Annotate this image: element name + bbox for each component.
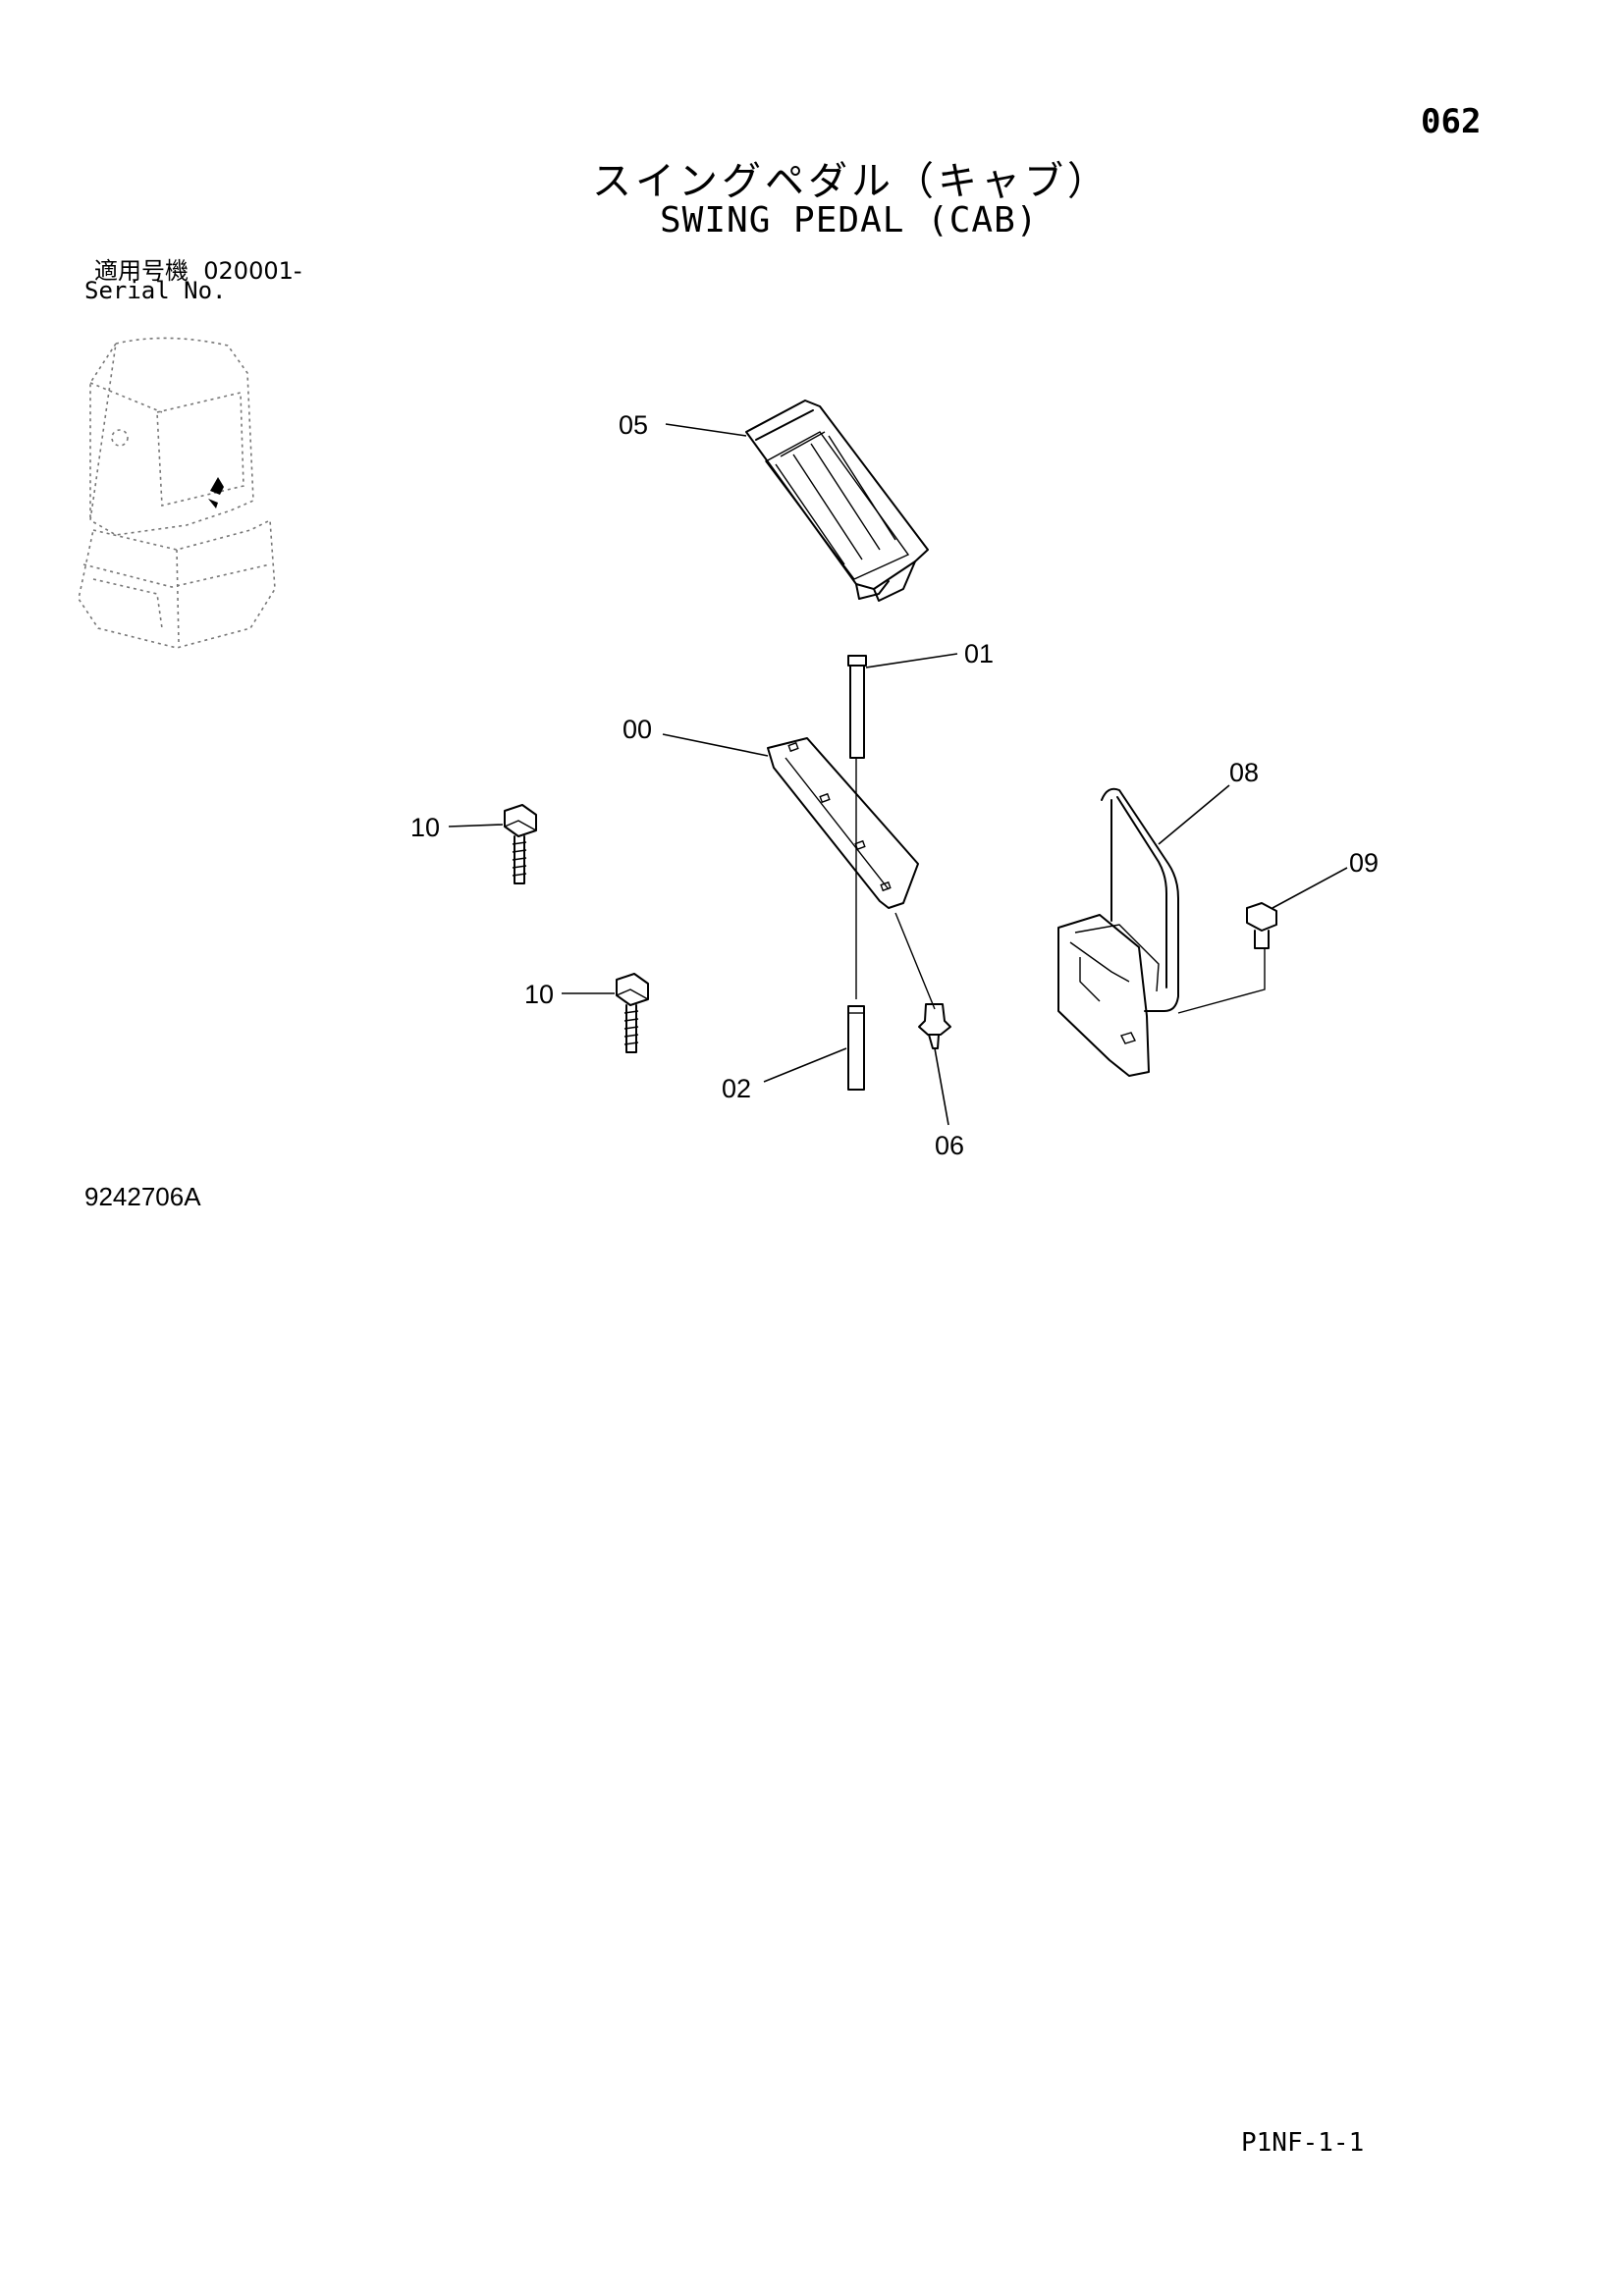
callout-05: 05: [619, 410, 648, 440]
serial-label-english: Serial No.: [84, 277, 227, 304]
leader-09: [1272, 867, 1348, 909]
callout-01: 01: [964, 639, 994, 668]
callout-08: 08: [1229, 758, 1259, 787]
leader-10a: [448, 824, 504, 828]
pin-upper-part: [847, 655, 867, 759]
callout-09: 09: [1349, 848, 1379, 878]
callout-00: 00: [623, 715, 652, 744]
footer-code: P1NF-1-1: [1241, 2128, 1365, 2158]
leader-02: [763, 1047, 847, 1083]
pedal-pad-part: [745, 400, 929, 602]
pin-lower-part: [847, 1005, 865, 1091]
leader-08: [1158, 784, 1230, 845]
holder-part: [1057, 787, 1179, 1077]
clip-part: [894, 912, 951, 1049]
serial-label-japanese: 適用号機 020001-: [94, 251, 302, 286]
bolt-lower-part: [616, 973, 649, 1053]
small-bolt-part: [1177, 902, 1277, 1014]
callout-10-upper: 10: [410, 813, 440, 842]
serial-label-ja-text: 適用号機: [94, 257, 189, 285]
serial-range: 020001-: [203, 257, 302, 285]
callout-10-lower: 10: [524, 980, 554, 1009]
callout-06: 06: [935, 1131, 964, 1160]
leader-00: [662, 733, 769, 757]
cab-locator-icon: [78, 337, 276, 649]
page-number: 062: [1421, 102, 1482, 141]
bolt-upper-part: [504, 804, 537, 884]
leader-06: [934, 1047, 949, 1126]
title-english: SWING PEDAL (CAB): [660, 200, 1039, 240]
leader-01: [865, 653, 958, 668]
drawing-number: 9242706A: [84, 1182, 201, 1211]
title-japanese: スイングペダル（キャブ）: [592, 159, 1110, 204]
leader-05: [665, 423, 747, 437]
bracket-plate-part: [767, 737, 919, 909]
callout-02: 02: [722, 1074, 751, 1103]
